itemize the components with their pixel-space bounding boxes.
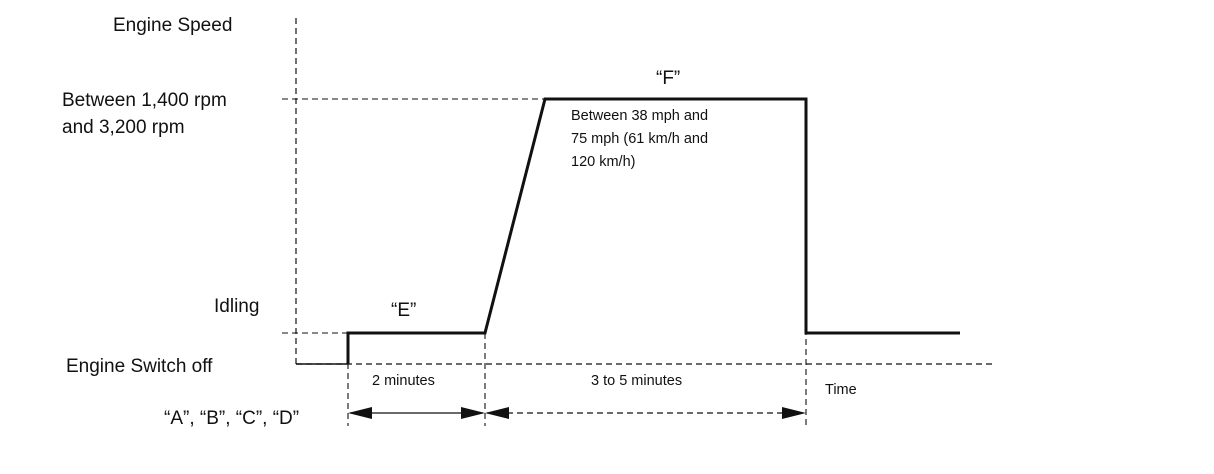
start-conditions-label: “A”, “B”, “C”, “D” <box>164 408 299 429</box>
level-high-label-line1: Between 1,400 rpm <box>62 90 227 111</box>
phase-f-note-line1: Between 38 mph and <box>571 108 708 124</box>
y-axis-title: Engine Speed <box>113 15 232 36</box>
duration-second-label: 3 to 5 minutes <box>591 373 682 389</box>
phase-f-note-line3: 120 km/h) <box>571 154 635 170</box>
x-axis-title: Time <box>825 382 857 398</box>
phase-f-note-line2: 75 mph (61 km/h and <box>571 131 708 147</box>
speed-profile-line <box>346 97 960 364</box>
phase-f-label: “F” <box>656 68 680 89</box>
level-idle-label: Idling <box>214 296 259 317</box>
level-high-label-line2: and 3,200 rpm <box>62 117 185 138</box>
duration-first-label: 2 minutes <box>372 373 435 389</box>
level-off-label: Engine Switch off <box>66 356 213 377</box>
phase-e-label: “E” <box>391 300 416 321</box>
